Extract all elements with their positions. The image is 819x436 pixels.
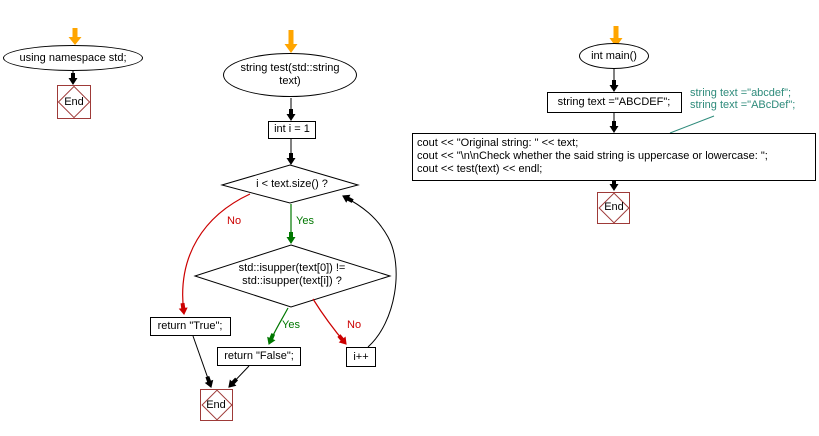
process-box-declaration <box>547 92 682 113</box>
entry-arrow-icon <box>68 28 82 45</box>
end-node-middle <box>200 389 233 421</box>
process-box-return-true <box>150 317 231 336</box>
annotation-label-line2: string text ="ABcDef"; <box>690 99 796 111</box>
end-node-right <box>597 192 630 224</box>
decision-diamond-case-cond <box>193 244 392 308</box>
loop-condition-label: i < text.size() ? <box>256 178 328 190</box>
increment-label: i++ <box>353 351 369 363</box>
annotation-label-line1: string text ="abcdef"; <box>690 87 792 99</box>
process-box-increment <box>346 347 376 367</box>
end-label: End <box>206 399 226 411</box>
annotation-leader-line <box>669 115 715 134</box>
case-condition-label-line1: std::isupper(text[0]) != <box>238 262 346 274</box>
init-label: int i = 1 <box>274 123 310 135</box>
end-label: End <box>604 201 624 213</box>
start-node-main <box>579 43 649 69</box>
decision-diamond-loop-cond <box>220 164 360 204</box>
entry-arrow-icon <box>284 30 298 53</box>
end-label: End <box>64 96 84 108</box>
process-box-cout <box>412 133 816 181</box>
return-true-label: return "True"; <box>157 320 223 332</box>
return-false-label: return "False"; <box>224 350 294 362</box>
no-label-case: No <box>347 319 362 331</box>
process-box-return-false <box>217 347 301 366</box>
no-branch-arrow-loop <box>178 193 251 315</box>
yes-branch-arrow-case <box>267 307 289 345</box>
start-node-using-namespace <box>3 45 143 71</box>
end-node-left <box>57 85 91 119</box>
cout-label-line1: cout << "Original string: " << text; <box>417 137 579 149</box>
no-label-loop: No <box>227 215 242 227</box>
connector-arrow-false-to-end <box>228 365 250 388</box>
no-branch-arrow-case <box>312 298 347 345</box>
start-label-using-namespace: using namespace std; <box>19 52 127 64</box>
cout-label-line2: cout << "\n\nCheck whether the said stri… <box>417 150 768 162</box>
process-box-init <box>268 121 316 139</box>
start-label-test-function-line2: text) <box>279 75 301 87</box>
start-label-main: int main() <box>591 50 637 62</box>
declaration-label: string text ="ABCDEF"; <box>557 96 671 108</box>
cout-label-line3: cout << test(text) << endl; <box>417 163 543 175</box>
yes-label-loop: Yes <box>296 215 314 227</box>
start-node-test-function <box>223 53 357 97</box>
entry-arrow-icon <box>609 26 623 47</box>
loop-back-arrow <box>342 194 397 348</box>
yes-label-case: Yes <box>282 319 300 331</box>
start-label-test-function-line1: string test(std::string <box>240 62 340 74</box>
case-condition-label-line2: std::isupper(text[i]) ? <box>242 275 342 287</box>
connector-arrow-true-to-end <box>192 335 214 388</box>
